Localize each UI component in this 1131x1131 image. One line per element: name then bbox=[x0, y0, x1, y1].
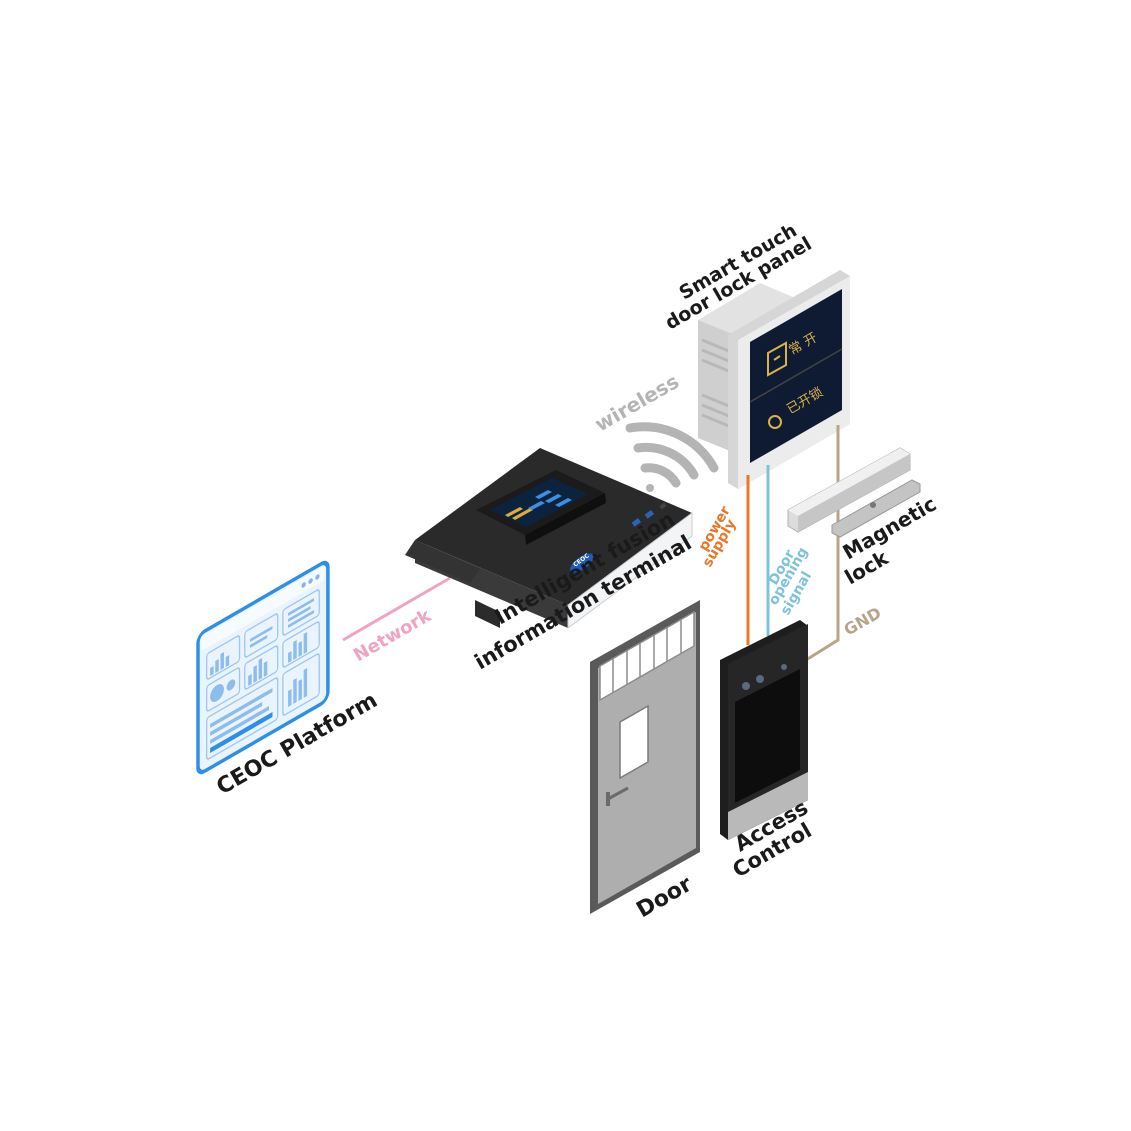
network-label: Network bbox=[350, 605, 436, 667]
magnetic-lock bbox=[787, 447, 921, 538]
terminal-touchscreen bbox=[476, 470, 606, 545]
gnd-wire bbox=[805, 425, 840, 662]
wireless-icon bbox=[625, 422, 719, 492]
smart-touch-panel bbox=[698, 270, 850, 489]
door bbox=[590, 600, 700, 914]
access-control-device bbox=[720, 620, 808, 840]
ceoc-platform-card bbox=[196, 560, 330, 775]
gnd-label: GND bbox=[841, 603, 885, 639]
network-wire bbox=[342, 576, 451, 642]
